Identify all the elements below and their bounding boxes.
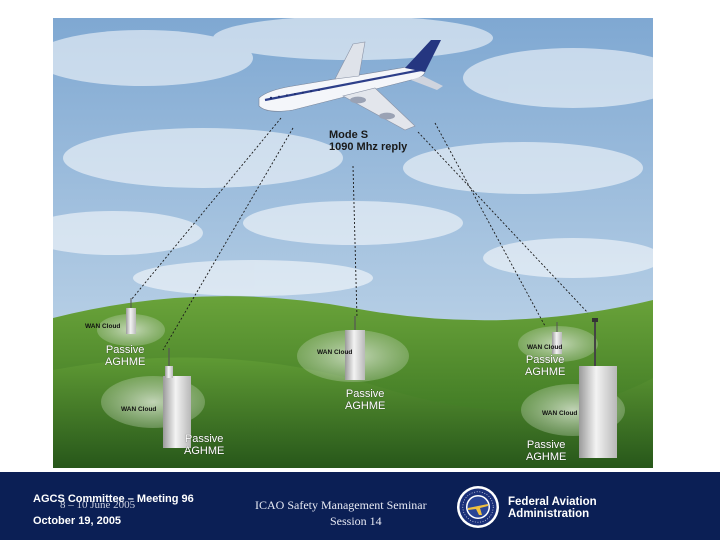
diagram-scene: Mode S 1090 Mhz reply WAN Cloud Passive …	[53, 18, 653, 468]
meeting-dates: 8 – 10 June 2005	[60, 499, 136, 511]
station-label: Passive AGHME	[345, 388, 386, 412]
wan-cloud-label: WAN Cloud	[85, 323, 121, 330]
station-label-line1: Passive	[105, 344, 145, 356]
station-label-line1: Passive	[525, 354, 565, 366]
presentation-date: October 19, 2005	[33, 515, 122, 527]
sensor-tower	[163, 376, 191, 448]
station-center	[297, 316, 409, 382]
airplane-icon	[258, 40, 443, 131]
station-label-line2: AGHME	[525, 365, 566, 378]
station-label-line1: Passive	[526, 439, 566, 451]
seminar-name: ICAO Safety Management Seminar	[255, 498, 427, 512]
station-label: Passive AGHME	[526, 439, 567, 463]
sensor-tower	[345, 330, 365, 380]
faa-seal-icon	[457, 486, 499, 528]
footer-bar: AGCS Committee – Meeting 96 8 – 10 June …	[0, 472, 720, 540]
wan-cloud-label: WAN Cloud	[317, 349, 353, 356]
sensor-tower	[579, 366, 617, 458]
faa-name-line2: Administration	[508, 508, 590, 521]
wan-cloud-label: WAN Cloud	[527, 344, 563, 351]
station-label: Passive AGHME	[525, 354, 566, 378]
session-label: Session 14	[330, 514, 382, 528]
faa-name: Federal Aviation Administration	[508, 496, 597, 520]
station-label-line2: AGHME	[184, 444, 225, 457]
signal-label: Mode S 1090 Mhz reply	[329, 129, 408, 153]
station-front-left	[101, 348, 205, 448]
station-back-left	[97, 298, 165, 346]
station-label-line2: AGHME	[105, 355, 146, 368]
station-label-line2: AGHME	[526, 450, 567, 463]
signal-lines	[130, 117, 589, 351]
sensor-tower	[126, 308, 136, 334]
wan-cloud-label: WAN Cloud	[121, 406, 157, 413]
scene-graphic	[53, 18, 653, 468]
sensor-tower	[552, 332, 562, 354]
station-front-right	[521, 318, 625, 458]
sky-clouds	[53, 18, 653, 296]
station-back-right	[518, 322, 598, 362]
wan-cloud-label: WAN Cloud	[542, 410, 578, 417]
signal-label-line2: 1090 Mhz reply	[329, 140, 408, 153]
station-label: Passive AGHME	[105, 344, 146, 368]
station-label: Passive AGHME	[184, 433, 225, 457]
signal-label-line1: Mode S	[329, 129, 369, 141]
station-label-line1: Passive	[184, 433, 224, 445]
hill-front	[53, 357, 653, 468]
station-label-line2: AGHME	[345, 399, 386, 412]
meeting-title: AGCS Committee – Meeting 96	[33, 493, 194, 505]
faa-name-line1: Federal Aviation	[508, 496, 597, 508]
station-label-line1: Passive	[345, 388, 385, 400]
